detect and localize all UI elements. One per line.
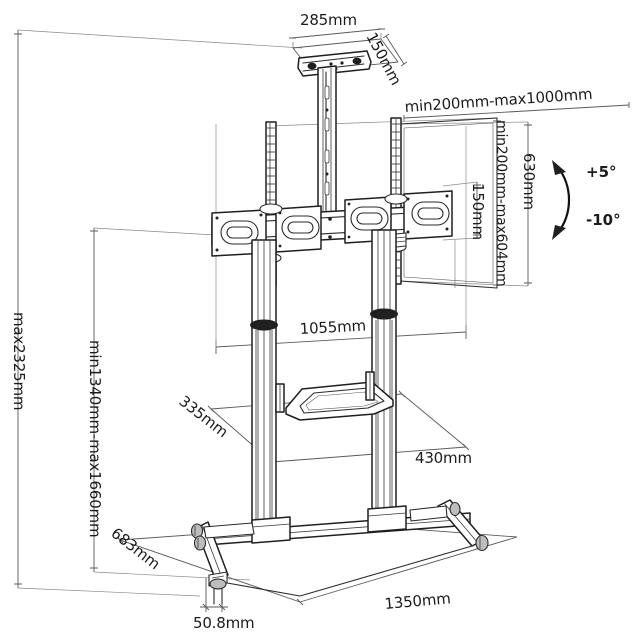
label-shelf-width: 430mm — [415, 449, 472, 467]
dimension-labels: 285mm 150mm min200mm-max1000mm min200mm-… — [10, 11, 621, 632]
label-tv-panel-height: 630mm — [520, 153, 538, 210]
label-total-max-height: max2325mm — [10, 312, 28, 410]
label-tv-center-height: min1340mm-max1660mm — [86, 340, 104, 537]
caster-front-right — [449, 501, 461, 517]
label-tilt-up: +5° — [586, 163, 617, 181]
label-caster-diameter: 50.8mm — [193, 614, 254, 632]
vesa-bracket-left-inner — [275, 205, 322, 253]
label-shelf-depth: 335mm — [176, 392, 232, 441]
dim-tv-center-height — [90, 227, 251, 581]
camera-extension-pole — [317, 65, 337, 229]
telescoping-inner-posts — [255, 320, 393, 540]
label-tv-vertical-range: min200mm-max604mm — [493, 120, 509, 287]
upright-column-left — [250, 239, 278, 541]
dim-total-max-height — [14, 29, 303, 597]
dim-bracket-arm-height — [442, 181, 481, 288]
label-base-width: 1350mm — [384, 589, 452, 613]
label-base-depth: 683mm — [108, 524, 164, 573]
caster-rear-left — [190, 523, 207, 551]
label-tilt-down: -10° — [586, 211, 621, 229]
av-shelf — [275, 371, 394, 421]
caster-rear-right — [475, 534, 489, 552]
vesa-bracket-right-inner — [344, 196, 392, 244]
label-bracket-arm-height: 150mm — [469, 183, 487, 240]
dim-caster-diameter — [200, 578, 228, 612]
label-top-plate-width: 285mm — [300, 11, 357, 29]
tilt-range-arc — [552, 160, 570, 240]
caster-front-left — [208, 571, 228, 605]
vesa-bracket-right-outer — [403, 190, 453, 240]
label-column-spread: 1055mm — [299, 317, 366, 338]
label-tv-horizontal-range: min200mm-max1000mm — [404, 85, 593, 116]
dim-tv-panel-height — [399, 121, 532, 287]
base-frame — [195, 499, 485, 597]
